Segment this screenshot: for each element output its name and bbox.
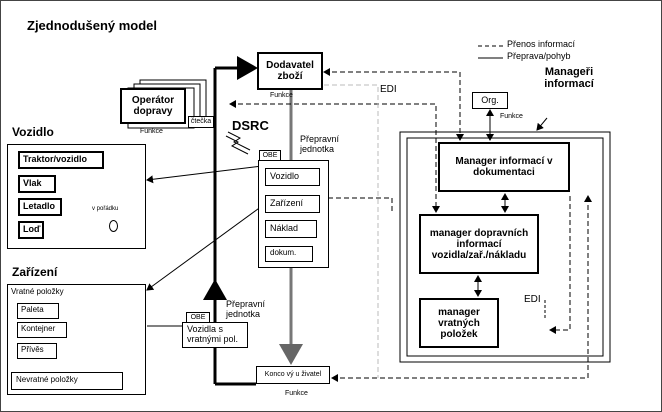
unit-item: Vozidlo: [265, 168, 320, 186]
org-box: Org.: [472, 92, 508, 109]
returnable-item: Kontejner: [17, 322, 67, 338]
vehicle-item: Traktor/vozidlo: [18, 151, 104, 169]
returnable-label: Vratné položky: [11, 287, 64, 296]
operator-function: Funkce: [140, 128, 163, 135]
edi-top-label: EDI: [380, 84, 397, 95]
transport-unit-top-label: Přepravní jednotka: [300, 134, 340, 154]
vehicle-item: Vlak: [18, 175, 56, 193]
manager-returnable-box: manager vratných položek: [419, 298, 499, 348]
nonreturnable-box: Nevratné položky: [11, 372, 123, 390]
operator-box: Operátor dopravy: [120, 88, 186, 124]
edi-bottom-label: EDI: [524, 294, 541, 305]
supplier-box: Dodavatel zboží: [257, 52, 323, 90]
vehicle-item: Letadlo: [18, 198, 62, 216]
in-order-label: v pořádku: [92, 206, 119, 212]
equipment-section-title: Zařízení: [12, 265, 58, 279]
returnable-item: Paleta: [17, 303, 59, 319]
unit-item: Náklad: [265, 220, 317, 238]
supplier-function: Funkce: [270, 92, 293, 99]
diagram-title: Zjednodušený model: [27, 18, 158, 33]
status-circle: [109, 220, 118, 232]
dsrc-label: DSRC: [232, 118, 269, 133]
vehicle-returnable-box: Vozidla s vratnými pol.: [182, 322, 248, 348]
legend-transfer-label: Přenos informací: [507, 39, 576, 49]
end-user-box: Konco vý u živatel: [256, 366, 330, 384]
manager-docs-box: Manager informací v dokumentaci: [438, 142, 570, 192]
legend-transport-label: Přeprava/pohyb: [507, 51, 571, 61]
vehicle-item: Loď: [18, 221, 44, 239]
managers-title: Manageři informací: [544, 66, 594, 91]
reader-box: čtečka: [188, 116, 214, 128]
unit-item: Zařízení: [265, 195, 320, 213]
manager-transport-box: manager dopravních informací vozidla/zař…: [419, 214, 539, 274]
vehicle-section-title: Vozidlo: [12, 125, 54, 139]
returnable-item: Přívěs: [17, 343, 57, 359]
end-user-function: Funkce: [285, 390, 308, 397]
transport-unit-bottom-label: Přepravní jednotka: [226, 299, 266, 319]
unit-item: dokum.: [265, 246, 313, 262]
org-function: Funkce: [500, 113, 523, 120]
